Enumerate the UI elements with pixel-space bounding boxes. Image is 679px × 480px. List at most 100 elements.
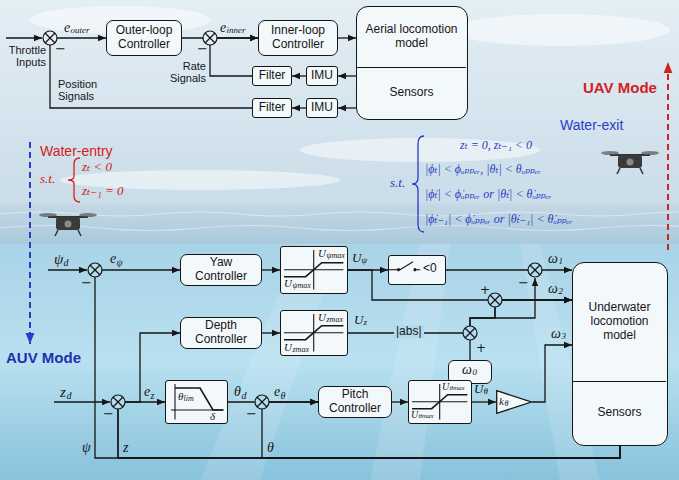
subscript-label: ψ xyxy=(362,256,368,266)
signal-connector xyxy=(470,300,572,360)
saturation-block: UψmaxUψmax xyxy=(280,246,348,294)
signal-label: U xyxy=(474,382,483,396)
condition-text: zₜ = 0, zₜ₋₁ < 0 xyxy=(460,139,532,152)
text-holder: IMU xyxy=(307,99,337,117)
subscript-label: θ xyxy=(281,390,286,401)
signal-connector xyxy=(338,107,357,108)
text-holder: Depth Controller xyxy=(181,318,261,348)
text-holder: IMU xyxy=(307,67,337,85)
block-symbol-text: zmax xyxy=(293,346,309,355)
condition-text: |ϕ̇ₜ₋₁| < ϕ̇ᵤₚₚₑᵣ or |θ̇ₜ₋₁| < θ̇ᵤₚₚₑᵣ xyxy=(425,213,573,226)
symbol-line xyxy=(400,262,413,270)
block-symbol-text: θmax xyxy=(419,413,434,421)
sensor-section: Sensors xyxy=(357,67,466,118)
filter-box: Filter xyxy=(252,66,292,86)
gain-triangle: kθ xyxy=(496,390,532,414)
signal-label: ψ xyxy=(54,251,63,268)
signal-label: e xyxy=(220,20,226,35)
saturation-curve xyxy=(412,395,467,409)
constraint-label: s.t. xyxy=(390,176,405,190)
sea-surface xyxy=(0,204,679,246)
input-label: Throttle Inputs xyxy=(2,44,46,68)
model-box: Underwater locomotion modelSensors xyxy=(572,262,668,446)
subscript-label: inner xyxy=(227,26,246,36)
text-holder: Filter xyxy=(253,67,291,85)
brace xyxy=(68,158,80,202)
subscript-label: d xyxy=(67,390,72,401)
controller-box: Depth Controller xyxy=(180,317,262,349)
node-text: IMU xyxy=(311,101,333,115)
sign-label: − xyxy=(197,42,208,56)
imu-box: IMU xyxy=(306,66,338,86)
feedback-label: z xyxy=(123,440,128,455)
signal-connector xyxy=(262,269,280,270)
node-text: Aerial locomotion model xyxy=(361,23,462,51)
block-symbol-text: U xyxy=(411,409,418,420)
subscript-label: outer xyxy=(71,26,90,36)
block-symbol-text: zmax xyxy=(327,316,343,325)
sky xyxy=(0,0,679,210)
subscript-label: d xyxy=(64,257,69,268)
switch-contact xyxy=(397,268,400,271)
signal-connector xyxy=(210,38,258,76)
signal-connector xyxy=(532,345,572,402)
limiter-curve xyxy=(175,388,223,410)
text-holder: Inner-loop Controller xyxy=(259,21,337,55)
drone-illustration xyxy=(601,151,659,174)
signal-connector xyxy=(338,37,356,38)
sensor-section: Sensors xyxy=(573,381,666,444)
text-holder: Sensors xyxy=(357,68,466,118)
subscript-label: z xyxy=(364,318,368,328)
node-text: Inner-loop Controller xyxy=(263,24,333,52)
signal-connector xyxy=(392,401,408,402)
signal-label: z xyxy=(60,384,66,401)
feedback-label: ψ xyxy=(82,440,91,455)
sign-label: − xyxy=(55,42,66,56)
node-text: Underwater locomotion model xyxy=(577,301,662,342)
text-holder: Filter xyxy=(253,99,291,117)
sign-label: + xyxy=(476,342,486,355)
signal-connector xyxy=(472,401,496,402)
condition-text: |ϕₜ| < ϕᵤₚₚₑᵣ, |θₜ| < θᵤₚₚₑᵣ xyxy=(425,163,541,176)
node-text: Filter xyxy=(259,69,286,83)
mode-transition-arrow xyxy=(29,142,31,344)
block-symbol-text: ψmax xyxy=(293,282,311,291)
text-holder: Aerial locomotion model xyxy=(357,7,466,67)
signal-label: e xyxy=(110,251,116,266)
gain-outline xyxy=(497,391,532,414)
constraint-label: s.t. xyxy=(40,172,55,186)
transition-label: Water-exit xyxy=(560,118,623,133)
sign-label: − xyxy=(81,276,92,290)
text-holder: Sensors xyxy=(573,382,666,444)
signal-label: ω xyxy=(548,251,558,266)
sign-label: + xyxy=(480,284,490,297)
signal-label: e xyxy=(64,20,70,35)
signal-label: e xyxy=(144,384,150,399)
signal-label: Position Signals xyxy=(58,78,118,102)
waves xyxy=(0,212,679,231)
node-text: Yaw Controller xyxy=(185,256,257,284)
node-text: Sensors xyxy=(389,86,433,100)
mode-transition-arrow xyxy=(667,62,669,250)
text-holder: Pitch Controller xyxy=(319,387,391,417)
signal-connector xyxy=(262,332,280,333)
symbol-line xyxy=(174,384,175,419)
node-text: Pitch Controller xyxy=(323,388,387,416)
block-symbol-text: θmax xyxy=(450,385,465,393)
controller-box: Outer-loop Controller xyxy=(106,20,182,56)
subscript-label: 1 xyxy=(559,257,564,267)
signal-label: U xyxy=(354,313,363,327)
signal-connector xyxy=(348,300,572,333)
clouds xyxy=(30,6,670,190)
condition-text: zₜ < 0 xyxy=(82,160,112,174)
controller-box: Pitch Controller xyxy=(318,386,392,418)
subscript-label: θ xyxy=(484,387,488,397)
condition-text: zₜ₋₁ = 0 xyxy=(82,184,123,198)
subscript-label: 3 xyxy=(562,332,567,342)
signal-connector xyxy=(292,107,306,108)
signal-label: e xyxy=(274,384,280,399)
underwater xyxy=(0,244,679,480)
mode-label: UAV Mode xyxy=(583,80,657,97)
